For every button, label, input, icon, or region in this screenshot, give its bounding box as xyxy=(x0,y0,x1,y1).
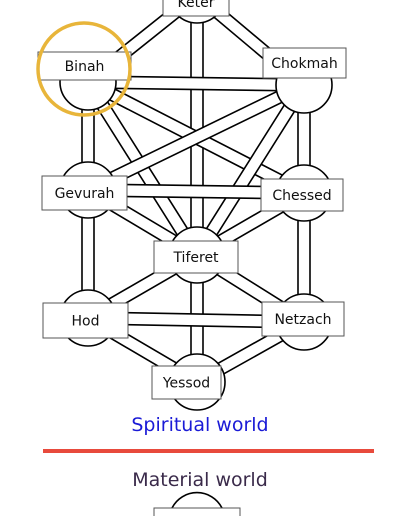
spiritual-world-label: Spiritual world xyxy=(131,414,269,436)
sephira-binah-label: Binah xyxy=(65,59,105,75)
highlight-ring xyxy=(36,21,132,117)
sephira-keter-label-box xyxy=(162,0,230,17)
sephira-chessed-label: Chessed xyxy=(272,188,331,204)
sephira-netzach-label-box xyxy=(261,301,345,337)
malkuth-label-partial xyxy=(153,507,241,516)
sephira-binah-label-box xyxy=(37,51,132,81)
sephira-netzach-label: Netzach xyxy=(274,312,331,328)
sephira-chessed-label-box xyxy=(260,178,344,212)
sephira-gevurah-label: Gevurah xyxy=(55,186,115,202)
sephira-gevurah-label-box xyxy=(41,175,128,211)
diagram-extras xyxy=(153,491,241,516)
sephira-tiferet-label-box xyxy=(153,240,239,274)
sephira-hod-label: Hod xyxy=(72,314,100,330)
world-divider-line xyxy=(43,449,374,453)
material-world-label: Material world xyxy=(132,469,268,491)
sephira-tiferet-label: Tiferet xyxy=(172,250,219,266)
sephira-hod-label-box xyxy=(42,302,129,339)
sephira-chokmah-label: Chokmah xyxy=(271,56,337,72)
sephira-chokmah-label-box xyxy=(262,47,347,79)
sephira-keter-label: Keter xyxy=(178,0,215,11)
sephira-yessod-label-box xyxy=(151,365,222,400)
sephira-yessod-label: Yessod xyxy=(162,376,210,392)
malkuth-circle-partial xyxy=(171,491,223,509)
